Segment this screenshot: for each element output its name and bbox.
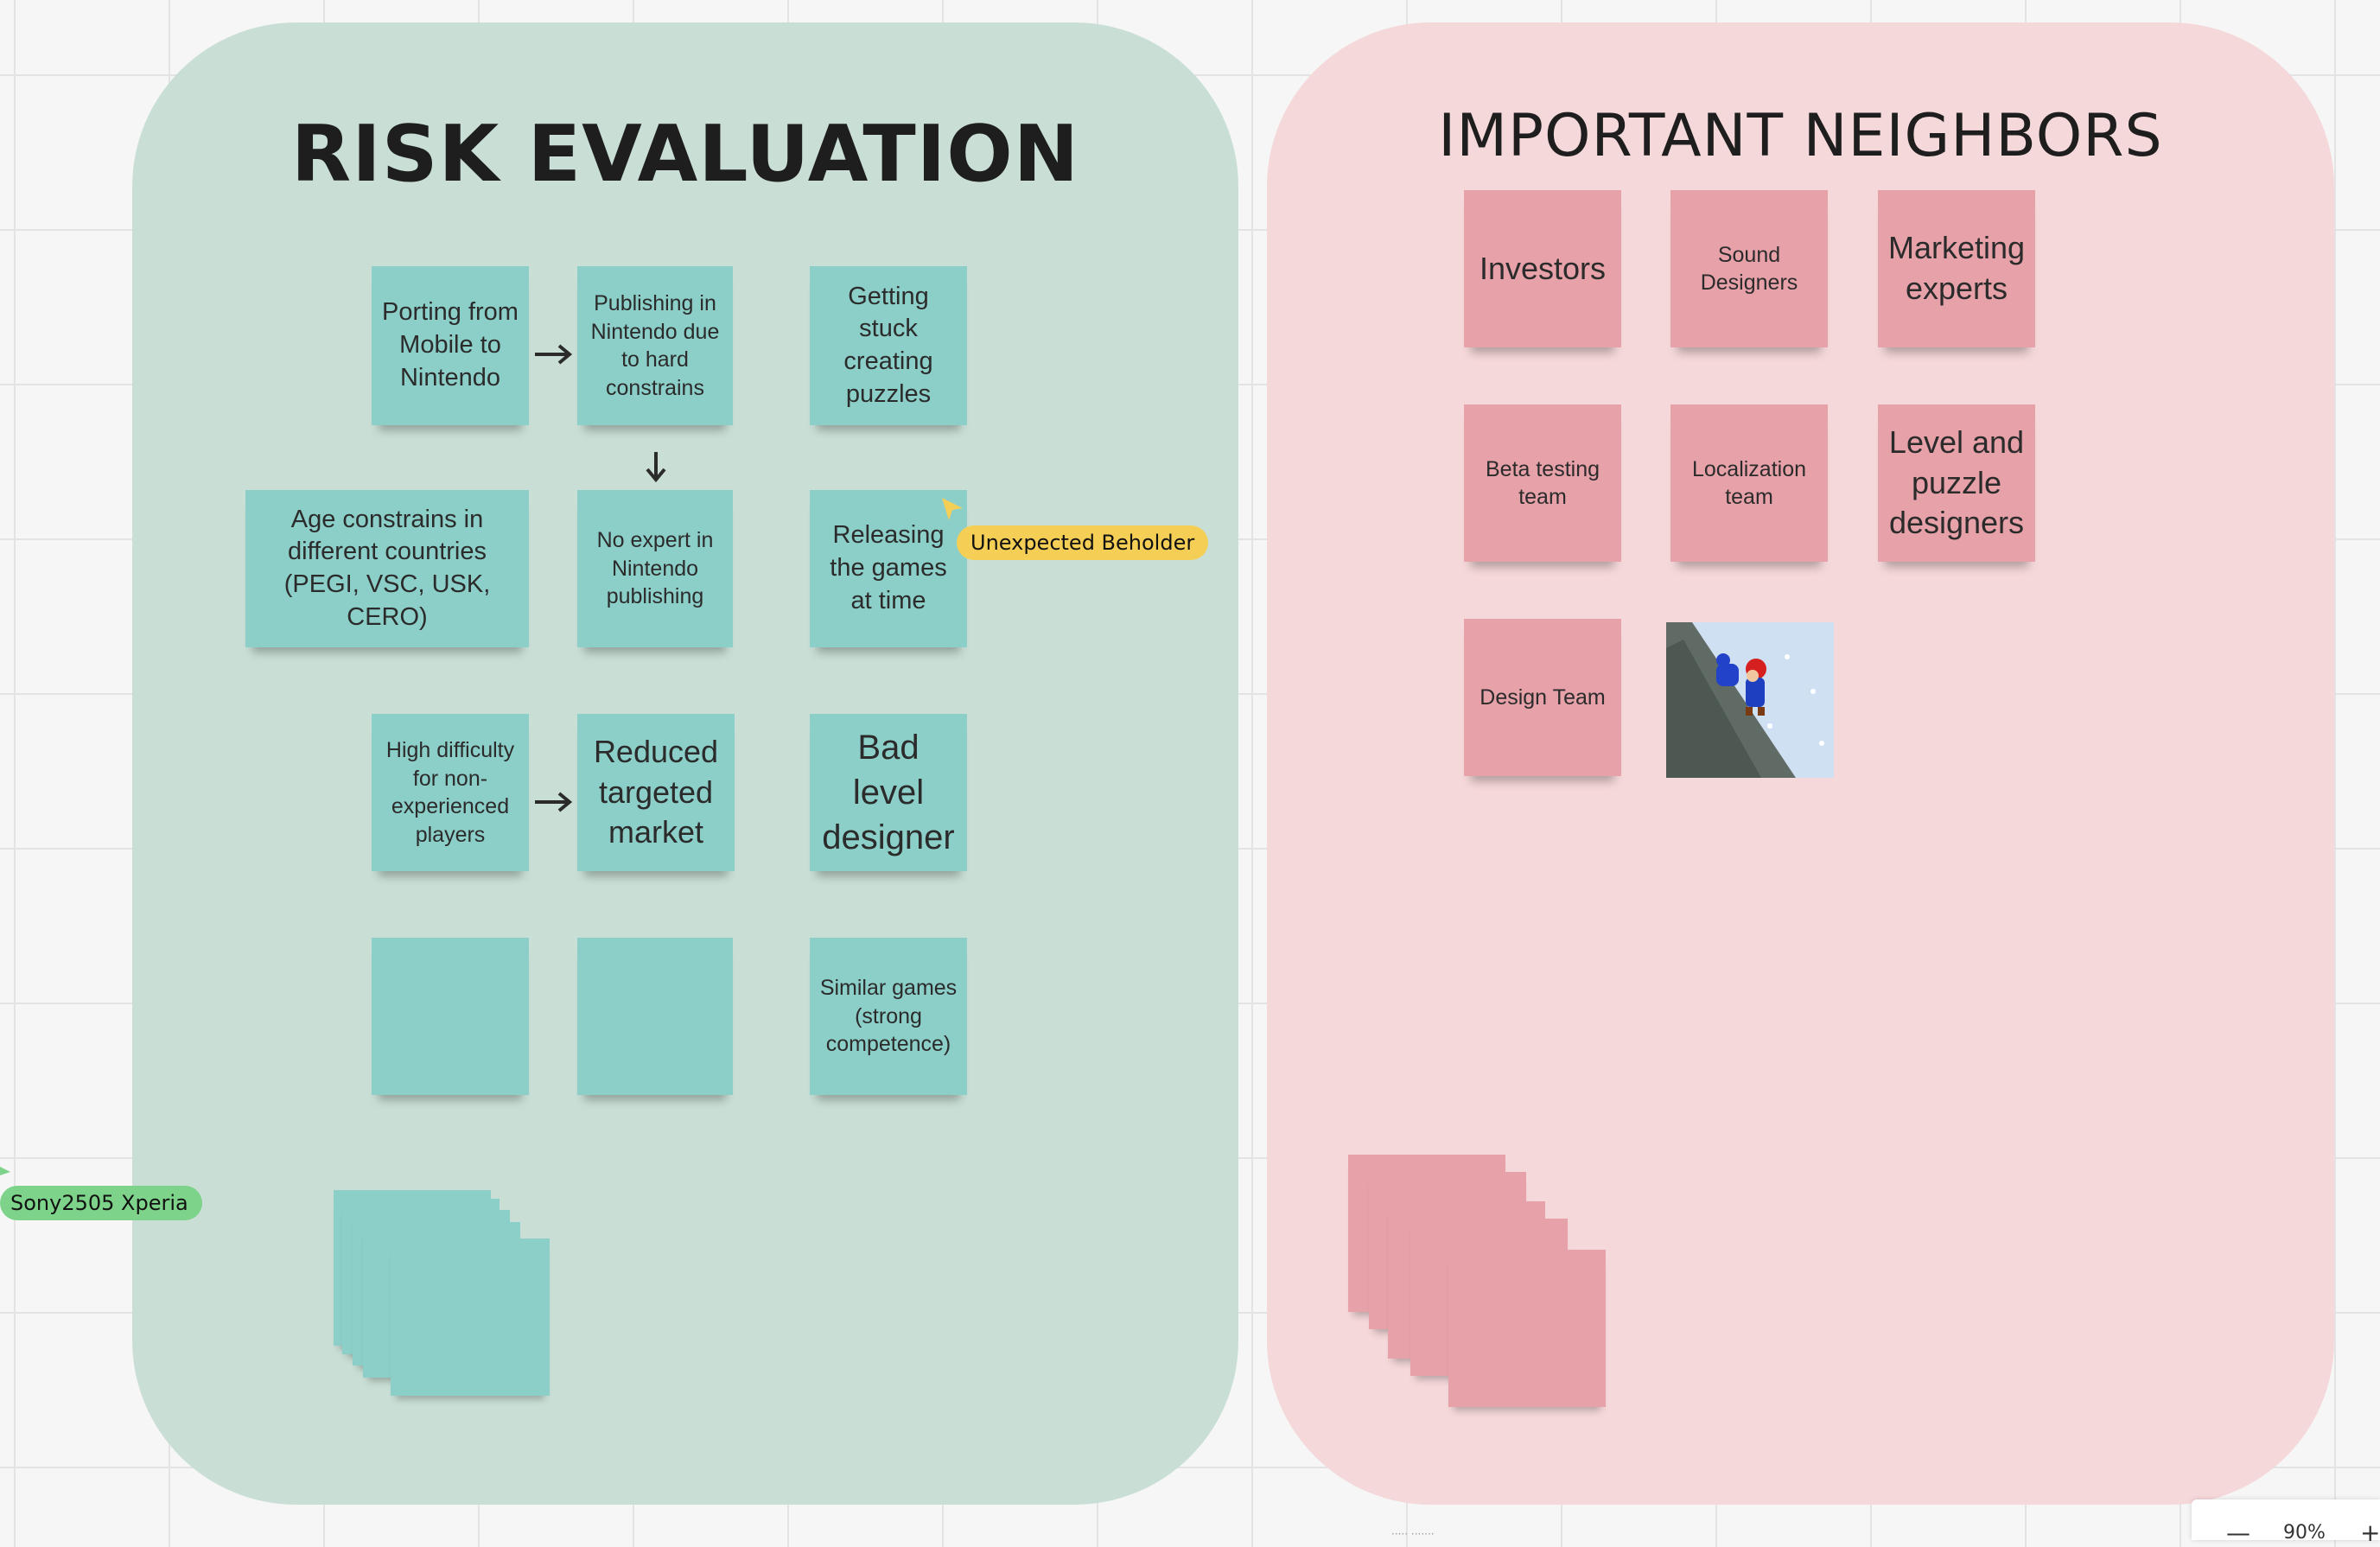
sticky-note-no-expert[interactable]: No expert in Nintendo publishing xyxy=(577,490,733,647)
cursor-arrow-icon xyxy=(942,498,963,520)
sticky-note-investors[interactable]: Investors xyxy=(1464,190,1621,347)
bottom-label: ····· ······· xyxy=(1391,1528,1435,1540)
sticky-stack-teal[interactable] xyxy=(391,1238,550,1396)
sticky-note-bad-level-designer[interactable]: Bad level designer xyxy=(810,714,967,871)
zoom-level: 90% xyxy=(2283,1522,2326,1544)
collaborator-cursor-label: Unexpected Beholder xyxy=(957,525,1209,560)
sticky-note-localization[interactable]: Localization team xyxy=(1670,404,1828,562)
sticky-note-sound-designers[interactable]: Sound Designers xyxy=(1670,190,1828,347)
risk-evaluation-title: RISK EVALUATION xyxy=(290,109,1080,200)
collaborator-cursor-label: Sony2505 Xperia xyxy=(0,1186,202,1220)
sticky-note-empty-1[interactable] xyxy=(372,938,529,1095)
sticky-note-design-team[interactable]: Design Team xyxy=(1464,619,1621,776)
sticky-note-reduced-market[interactable]: Reduced targeted market xyxy=(577,714,735,871)
sticky-note-porting[interactable]: Porting from Mobile to Nintendo xyxy=(372,266,529,425)
zoom-in-button[interactable]: + xyxy=(2360,1518,2380,1547)
zoom-controls: — 90% + xyxy=(2192,1499,2380,1547)
arrow-down-icon xyxy=(646,452,666,483)
cursor-arrow-icon xyxy=(0,1167,10,1175)
game-screenshot-image[interactable] xyxy=(1666,622,1834,778)
sticky-note-high-difficulty[interactable]: High difficulty for non-experienced play… xyxy=(372,714,529,871)
sticky-note-marketing-experts[interactable]: Marketing experts xyxy=(1878,190,2035,347)
sticky-note-getting-stuck[interactable]: Getting stuck creating puzzles xyxy=(810,266,967,425)
game-scene-icon xyxy=(1666,622,1834,778)
arrow-right-icon xyxy=(535,792,573,812)
sticky-stack-pink[interactable] xyxy=(1448,1250,1606,1407)
sticky-note-similar-games[interactable]: Similar games (strong competence) xyxy=(810,938,967,1095)
arrow-right-icon xyxy=(535,344,573,365)
sticky-note-age-constrains[interactable]: Age constrains in different countries (P… xyxy=(245,490,529,647)
sticky-note-beta-testing[interactable]: Beta testing team xyxy=(1464,404,1621,562)
sticky-note-level-puzzle-designers[interactable]: Level and puzzle designers xyxy=(1878,404,2035,562)
zoom-out-button[interactable]: — xyxy=(2226,1518,2250,1547)
sticky-note-empty-2[interactable] xyxy=(577,938,733,1095)
important-neighbors-title: IMPORTANT NEIGHBORS xyxy=(1438,102,2163,170)
sticky-note-publishing-nintendo[interactable]: Publishing in Nintendo due to hard const… xyxy=(577,266,733,425)
sticky-note-releasing-games[interactable]: Releasing the games at time xyxy=(810,490,967,647)
